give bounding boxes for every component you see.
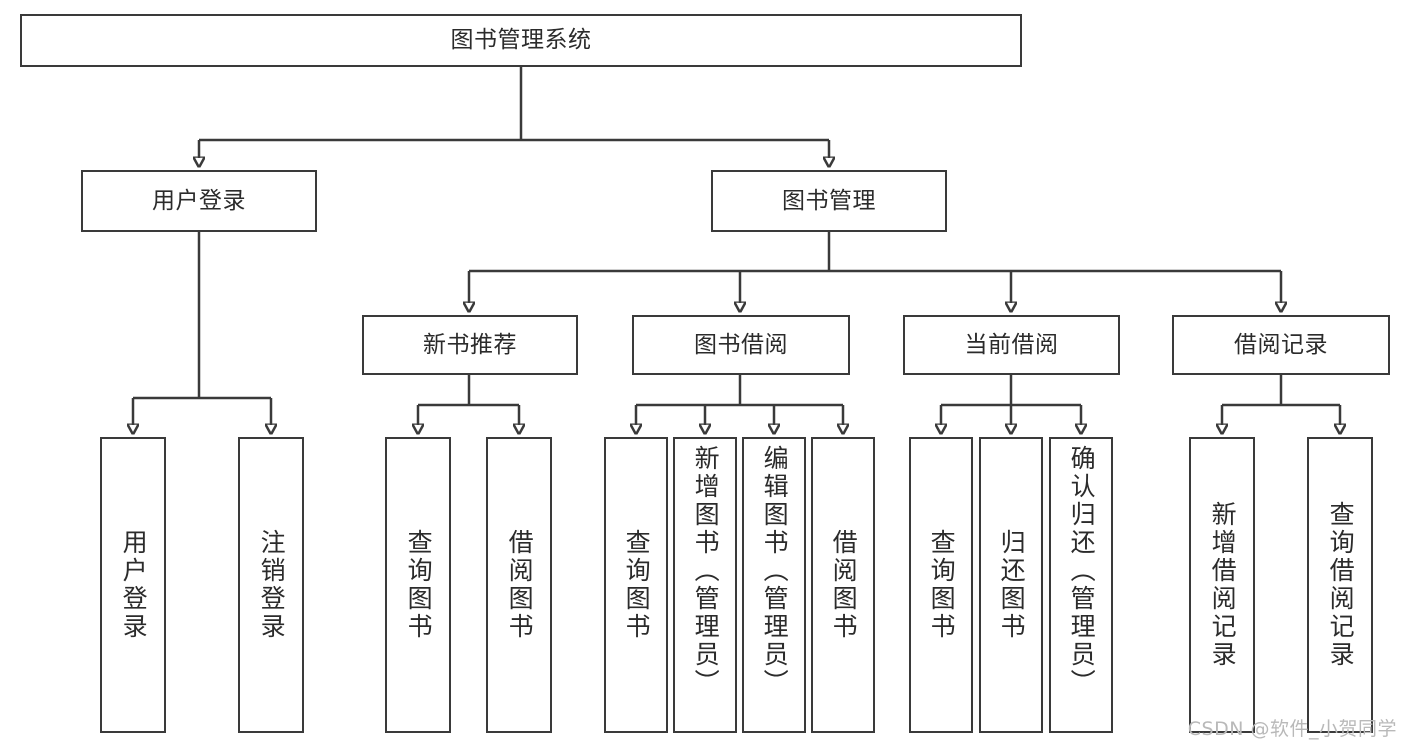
- node-label: 借阅记录: [1234, 331, 1328, 358]
- leaf-current-confirm-return-admin[interactable]: 确认归还（管理员）: [1049, 437, 1113, 733]
- leaf-label: 新增图书（管理员）: [691, 445, 721, 697]
- node-label: 新书推荐: [423, 331, 517, 358]
- node-current-borrow[interactable]: 当前借阅: [903, 315, 1120, 375]
- node-root-system[interactable]: 图书管理系统: [20, 14, 1022, 67]
- node-user-login[interactable]: 用户登录: [81, 170, 317, 232]
- leaf-recommend-query-book[interactable]: 查询图书: [385, 437, 451, 733]
- leaf-current-return-book[interactable]: 归还图书: [979, 437, 1043, 733]
- leaf-record-query-record[interactable]: 查询借阅记录: [1307, 437, 1373, 733]
- leaf-label: 编辑图书（管理员）: [760, 445, 790, 697]
- node-label: 图书管理系统: [450, 27, 592, 54]
- leaf-borrow-edit-book-admin[interactable]: 编辑图书（管理员）: [742, 437, 806, 733]
- leaf-label: 借阅图书: [505, 529, 535, 641]
- leaf-borrow-add-book-admin[interactable]: 新增图书（管理员）: [673, 437, 737, 733]
- leaf-user-login-logout[interactable]: 注销登录: [238, 437, 304, 733]
- watermark-text: CSDN @软件_小贺同学: [1187, 718, 1397, 740]
- leaf-label: 查询借阅记录: [1326, 501, 1356, 669]
- leaf-label: 借阅图书: [829, 529, 859, 641]
- leaf-label: 用户登录: [119, 529, 149, 641]
- leaf-label: 归还图书: [997, 529, 1027, 641]
- leaf-label: 查询图书: [622, 529, 652, 641]
- leaf-label: 确认归还（管理员）: [1067, 445, 1097, 697]
- leaf-label: 新增借阅记录: [1208, 501, 1238, 669]
- leaf-label: 查询图书: [404, 529, 434, 641]
- leaf-record-add-record[interactable]: 新增借阅记录: [1189, 437, 1255, 733]
- leaf-user-login-login[interactable]: 用户登录: [100, 437, 166, 733]
- leaf-recommend-borrow-book[interactable]: 借阅图书: [486, 437, 552, 733]
- leaf-borrow-borrow-book[interactable]: 借阅图书: [811, 437, 875, 733]
- leaf-borrow-query-book[interactable]: 查询图书: [604, 437, 668, 733]
- node-label: 用户登录: [152, 187, 246, 214]
- node-borrow-record[interactable]: 借阅记录: [1172, 315, 1390, 375]
- node-new-book-recommend[interactable]: 新书推荐: [362, 315, 578, 375]
- node-label: 图书借阅: [694, 331, 788, 358]
- leaf-current-query-book[interactable]: 查询图书: [909, 437, 973, 733]
- node-book-management[interactable]: 图书管理: [711, 170, 947, 232]
- node-label: 当前借阅: [964, 331, 1059, 358]
- node-label: 图书管理: [782, 187, 876, 214]
- leaf-label: 查询图书: [927, 529, 957, 641]
- node-book-borrow[interactable]: 图书借阅: [632, 315, 850, 375]
- leaf-label: 注销登录: [257, 529, 287, 641]
